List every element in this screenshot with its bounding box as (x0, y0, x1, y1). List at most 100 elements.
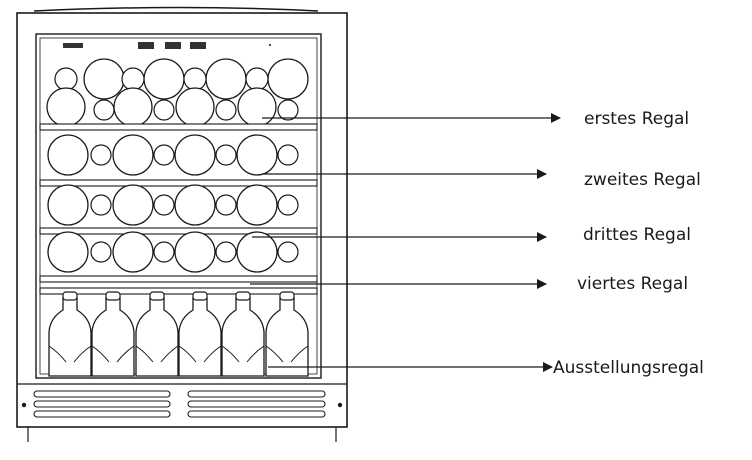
bottle-layer-2-large-3 (174, 184, 216, 226)
bottle-mid-large-3 (175, 87, 215, 127)
upright-bottle-curve-a-1 (48, 345, 67, 363)
panel-button-3 (190, 42, 206, 49)
upright-bottle-cap-5 (235, 291, 251, 301)
vent-slot-2-2 (187, 400, 326, 408)
upright-bottle-5 (221, 291, 265, 377)
upright-bottle-curve-a-3 (135, 345, 154, 363)
bottle-top-large-3 (205, 58, 247, 100)
bottle-layer-3-large-3 (174, 231, 216, 273)
shelf-rail-4 (39, 275, 318, 283)
bottle-layer-2-large-4 (236, 184, 278, 226)
bottle-layer-2-small-2 (153, 194, 175, 216)
upright-bottle-curve-b-1 (73, 345, 92, 363)
display-left-block (63, 43, 83, 48)
vent-slot-1-1 (33, 390, 171, 398)
bottle-layer-2-small-3 (215, 194, 237, 216)
vent-slot-1-2 (33, 400, 171, 408)
vent-grille (33, 390, 326, 418)
panel-button-1 (138, 42, 154, 49)
bottle-top-large-2 (143, 58, 185, 100)
bottle-layer-1-large-4 (236, 134, 278, 176)
upright-bottle-cap-3 (149, 291, 165, 301)
bottle-layer-2-large-2 (112, 184, 154, 226)
bottle-layer-2-small-4 (277, 194, 299, 216)
upright-bottle-curve-a-5 (221, 345, 240, 363)
label-display-shelf: Ausstellungsregal (553, 358, 704, 378)
shelf-rail-2 (39, 179, 318, 187)
vent-slot-1-3 (33, 410, 171, 418)
bottle-layer-1-small-2 (153, 144, 175, 166)
upright-bottle-4 (178, 291, 222, 377)
panel-button-2 (165, 42, 181, 49)
upright-bottle-curve-b-5 (246, 345, 265, 363)
bottle-top-small-4 (245, 67, 269, 91)
upright-bottle-curve-b-2 (116, 345, 135, 363)
upright-bottle-curve-a-2 (91, 345, 110, 363)
upright-bottle-body-5 (221, 297, 265, 377)
shelf-rail-5 (39, 287, 318, 295)
bottle-layers (47, 134, 309, 377)
upright-bottle-curve-a-4 (178, 345, 197, 363)
upright-bottle-body-6 (265, 297, 309, 377)
bottle-layer-1-large-2 (112, 134, 154, 176)
bottle-layer-3-small-2 (153, 241, 175, 263)
label-shelf-1: erstes Regal (584, 109, 689, 129)
vent-screw-right (337, 402, 343, 408)
bottle-layer-1-small-3 (215, 144, 237, 166)
bottle-mid-large-4 (237, 87, 277, 127)
bottle-layer-1-large-1 (47, 134, 89, 176)
bottle-layer-2-large-1 (47, 184, 89, 226)
upright-bottle-cap-2 (105, 291, 121, 301)
bottle-top-large-4 (267, 58, 309, 100)
bottle-mid-small-4 (277, 99, 299, 121)
shelf-rail-1 (39, 123, 318, 131)
bottle-layer-3-large-1 (47, 231, 89, 273)
control-panel: ɪɪɪɪ (63, 42, 272, 50)
bottle-top-small-3 (183, 67, 207, 91)
bottle-mid-large-2 (113, 87, 153, 127)
bottle-layer-2-small-1 (90, 194, 112, 216)
bottle-mid-small-1 (93, 99, 115, 121)
bottle-mid-small-3 (215, 99, 237, 121)
upright-bottle-1 (48, 291, 92, 377)
upright-bottle-curve-b-6 (290, 345, 309, 363)
upright-bottle-cap-4 (192, 291, 208, 301)
upright-bottle-body-4 (178, 297, 222, 377)
upright-bottle-6 (265, 291, 309, 377)
bottle-layer-3-large-2 (112, 231, 154, 273)
upright-bottle-cap-1 (62, 291, 78, 301)
label-shelf-2: zweites Regal (584, 170, 701, 190)
upright-bottle-curve-b-4 (203, 345, 222, 363)
upright-bottle-body-1 (48, 297, 92, 377)
vent-screw-left (21, 402, 27, 408)
bottle-top-large-1 (83, 58, 125, 100)
bottle-layer-1-small-4 (277, 144, 299, 166)
upright-bottle-2 (91, 291, 135, 377)
label-shelf-4: viertes Regal (577, 274, 688, 294)
panel-indicator-dot (268, 43, 272, 47)
bottle-layer-3-small-3 (215, 241, 237, 263)
bottle-zone-top (46, 58, 309, 127)
bottle-top-small-2 (121, 67, 145, 91)
cabinet-top-trim (33, 6, 319, 12)
bottle-mid-large-1 (46, 87, 86, 127)
bottle-layer-1-large-3 (174, 134, 216, 176)
label-shelf-3: drittes Regal (583, 225, 691, 245)
shelves (39, 123, 318, 295)
bottle-mid-small-2 (153, 99, 175, 121)
upright-bottle-body-3 (135, 297, 179, 377)
upright-bottle-curve-a-6 (265, 345, 284, 363)
vent-slot-2-1 (187, 390, 326, 398)
upright-bottle-3 (135, 291, 179, 377)
bottle-top-small-1 (54, 67, 78, 91)
upright-bottle-body-2 (91, 297, 135, 377)
bottle-layer-1-small-1 (90, 144, 112, 166)
upright-bottle-cap-6 (279, 291, 295, 301)
vent-slot-2-3 (187, 410, 326, 418)
bottle-layer-3-small-4 (277, 241, 299, 263)
upright-bottle-curve-b-3 (160, 345, 179, 363)
bottle-layer-3-small-1 (90, 241, 112, 263)
shelf-rail-3 (39, 227, 318, 235)
bottle-layer-3-large-4 (236, 231, 278, 273)
